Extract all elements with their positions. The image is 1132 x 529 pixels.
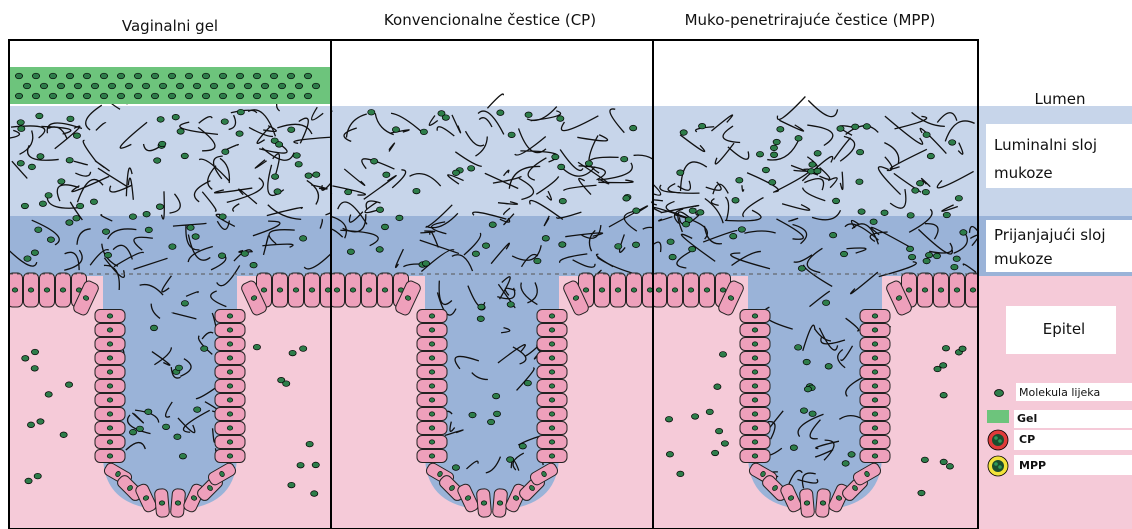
legend-gel-label: Gel bbox=[1017, 412, 1037, 425]
luminal-mucus-layer bbox=[331, 106, 653, 216]
legend-cp-swatch bbox=[988, 430, 1008, 450]
luminal-mucus-layer bbox=[653, 106, 978, 216]
legend-mpp-label: MPP bbox=[1019, 459, 1046, 472]
title-mucus-penetrating-particles: Muko-penetrirajuće čestice (MPP) bbox=[685, 11, 936, 29]
title-vaginal-gel: Vaginalni gel bbox=[122, 17, 218, 35]
label-luminal-layer-line1: Luminalni sloj bbox=[994, 136, 1097, 154]
title-conventional-particles: Konvencionalne čestice (CP) bbox=[384, 11, 596, 29]
label-lumen: Lumen bbox=[1035, 90, 1086, 108]
legend-drug-swatch bbox=[995, 390, 1004, 397]
label-adherent-layer-line2: mukoze bbox=[994, 250, 1053, 268]
panel-vaginal-gel bbox=[0, 40, 340, 529]
label-luminal-layer-line2: mukoze bbox=[994, 164, 1053, 182]
legend-gel-swatch bbox=[987, 410, 1009, 423]
label-adherent-layer-line1: Prijanjajući sloj bbox=[994, 226, 1106, 244]
legend-drug-label: Molekula lijeka bbox=[1019, 386, 1100, 399]
panel-conventional-particles bbox=[303, 40, 676, 529]
legend-mpp-swatch bbox=[988, 456, 1008, 476]
layer-key-column: Lumen Luminalni sloj mukoze Prijanjajući… bbox=[978, 40, 1132, 529]
legend-cp-label: CP bbox=[1019, 433, 1035, 446]
label-epithelium: Epitel bbox=[1043, 320, 1085, 338]
